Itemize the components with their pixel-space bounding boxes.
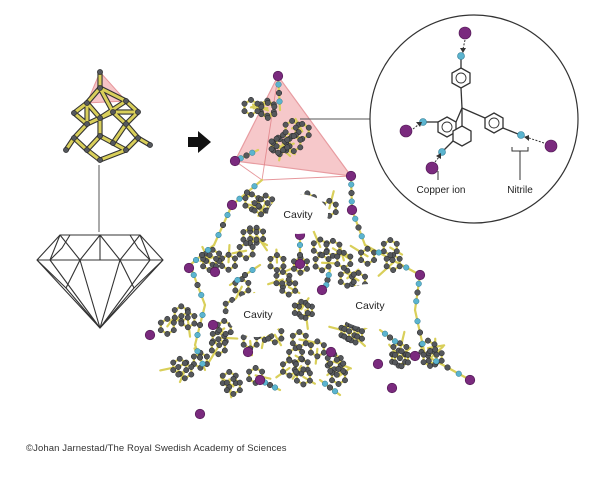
arrow-right-icon <box>188 131 211 153</box>
copper-ion-label: Copper ion <box>417 185 466 196</box>
image-credit: ©Johan Jarnestad/The Royal Swedish Acade… <box>26 443 287 454</box>
zoom-circle-icon: Copper ion Nitrile <box>369 14 579 224</box>
cavity-label-top: Cavity <box>283 209 313 221</box>
diamond-gem-icon <box>36 234 164 329</box>
cavity-label-left: Cavity <box>243 309 273 321</box>
diamond-crystal-icon <box>63 69 153 232</box>
mof-framework: Cavity Cavity Cavity <box>144 70 476 420</box>
tetrahedron-highlight <box>234 74 353 177</box>
cavity-label-right: Cavity <box>355 300 385 312</box>
nitrile-label: Nitrile <box>507 185 533 196</box>
